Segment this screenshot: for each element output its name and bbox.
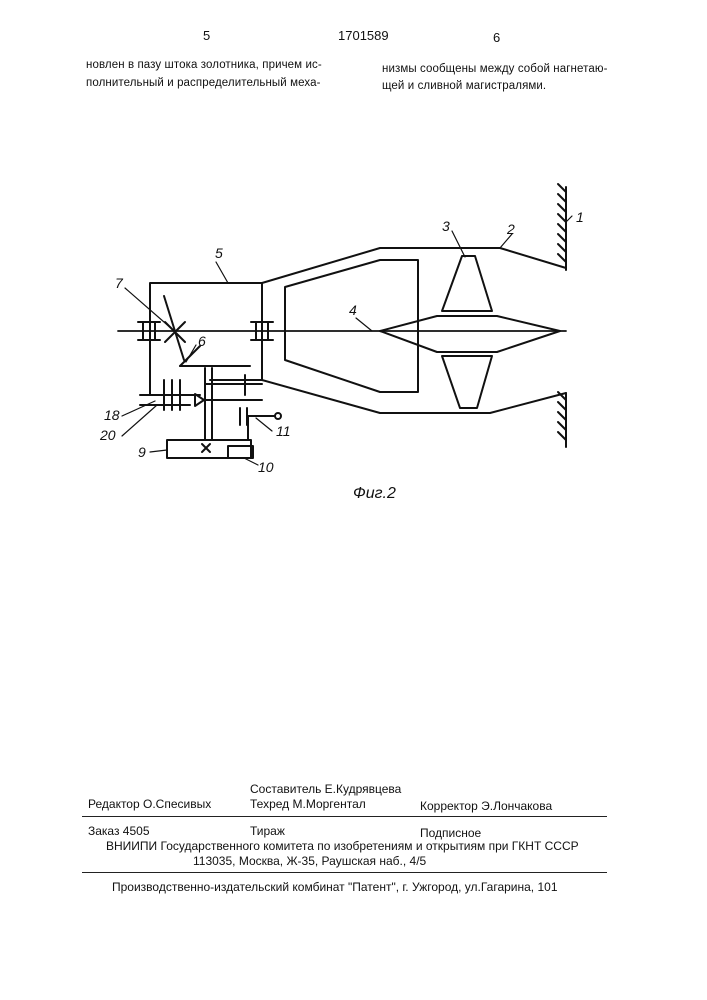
editor: Редактор О.Спесивых [88, 797, 211, 811]
institute: ВНИИПИ Государственного комитета по изоб… [106, 839, 579, 853]
wall-bottom [558, 392, 566, 447]
wall-top [558, 184, 566, 270]
blade-top [442, 256, 492, 311]
divider-top [82, 816, 607, 817]
techred: Техред М.Моргентал [250, 797, 366, 811]
compiler: Составитель Е.Кудрявцева [250, 782, 401, 796]
address: 113035, Москва, Ж-35, Раушская наб., 4/5 [193, 854, 426, 868]
subscription: Подписное [420, 826, 481, 840]
outer-casing-bottom [210, 380, 566, 413]
rotor-hub [380, 316, 560, 352]
label-20: 20 [99, 427, 116, 443]
circulation: Тираж [250, 824, 285, 838]
label-7: 7 [115, 275, 124, 291]
label-5: 5 [215, 245, 223, 261]
divider-bottom [82, 872, 607, 873]
figure-caption: Фиг.2 [353, 485, 396, 502]
corrector: Корректор Э.Лончакова [420, 799, 552, 813]
label-3: 3 [442, 218, 450, 234]
order-number: Заказ 4505 [88, 824, 150, 838]
kinematic-diagram: 1 2 3 4 5 6 7 9 10 11 18 20 Фиг.2 [0, 0, 707, 520]
publisher: Производственно-издательский комбинат "П… [112, 880, 558, 894]
label-11: 11 [276, 423, 291, 439]
block-9 [167, 440, 251, 458]
label-6: 6 [198, 333, 206, 349]
label-2: 2 [506, 221, 515, 237]
block-10 [228, 446, 253, 458]
label-10: 10 [258, 459, 274, 475]
blade-bottom [442, 356, 492, 408]
label-18: 18 [104, 407, 120, 423]
outer-casing [150, 248, 566, 340]
label-4: 4 [349, 302, 357, 318]
label-1: 1 [576, 209, 584, 225]
label-9: 9 [138, 444, 146, 460]
